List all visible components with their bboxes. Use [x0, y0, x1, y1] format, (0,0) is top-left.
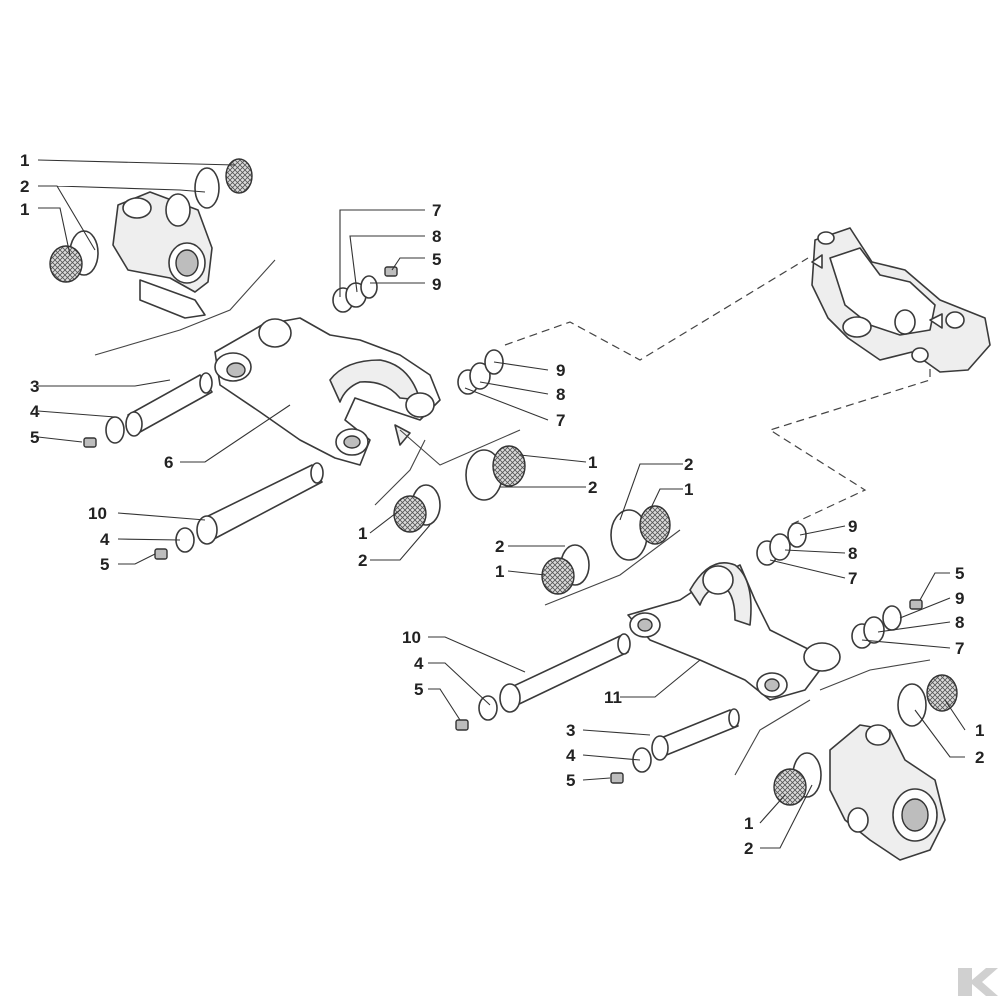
callout-5-d: 5 — [955, 564, 964, 583]
callout-2-g: 2 — [744, 839, 753, 858]
callout-2-c: 2 — [358, 551, 367, 570]
callout-5-c: 5 — [100, 555, 109, 574]
callout-3-b: 3 — [566, 721, 575, 740]
callout-1-a: 1 — [20, 151, 29, 170]
lower-control-arm — [627, 562, 841, 701]
pin-10-lower — [499, 633, 631, 713]
pin-10-upper — [196, 462, 324, 545]
washer-4-upper — [105, 416, 125, 444]
callout-9-b: 9 — [556, 361, 565, 380]
callout-6: 6 — [164, 453, 173, 472]
callout-5-f: 5 — [566, 771, 575, 790]
callout-1-e: 1 — [684, 480, 693, 499]
callout-8-a: 8 — [432, 227, 441, 246]
grease-fitting-5-lower-b — [610, 772, 624, 784]
pin-3-upper — [125, 372, 213, 437]
callout-9-a: 9 — [432, 275, 441, 294]
callout-5-a: 5 — [432, 250, 441, 269]
grease-fitting-5-upper-b — [154, 548, 168, 560]
callout-5-b: 5 — [30, 428, 39, 447]
seal-set-lower-right — [851, 599, 923, 649]
bushing-set-upper-mid — [393, 445, 526, 533]
lower-steering-knuckle — [829, 724, 946, 861]
callout-11: 11 — [604, 688, 622, 707]
callout-8-c: 8 — [848, 544, 857, 563]
callout-2-f: 2 — [975, 748, 984, 767]
callout-2-e: 2 — [495, 537, 504, 556]
callout-7-a: 7 — [432, 201, 441, 220]
callout-3-a: 3 — [30, 377, 39, 396]
seal-set-lower-top — [756, 522, 807, 566]
grease-fitting-5-upper — [83, 437, 97, 448]
callout-10-a: 10 — [88, 504, 107, 523]
grease-fitting-5-lower — [455, 719, 469, 731]
callout-1-c: 1 — [588, 453, 597, 472]
callout-8-b: 8 — [556, 385, 565, 404]
upper-steering-knuckle — [112, 191, 213, 319]
callout-4-b: 4 — [100, 530, 110, 549]
callout-4-c: 4 — [414, 654, 424, 673]
callout-7-b: 7 — [556, 411, 565, 430]
callout-10-b: 10 — [402, 628, 421, 647]
leader-lines — [37, 159, 966, 849]
seal-set-upper-right — [457, 349, 504, 395]
chassis-bracket — [811, 227, 991, 373]
callout-2-b: 2 — [588, 478, 597, 497]
callout-4-a: 4 — [30, 402, 40, 421]
callout-4-d: 4 — [566, 746, 576, 765]
callout-1-b: 1 — [20, 200, 29, 219]
bushing-set-lower-right — [773, 674, 958, 806]
corner-logo — [958, 968, 998, 996]
bushing-set-lower-mid — [541, 505, 671, 595]
washer-4-lower-b — [632, 747, 652, 773]
callout-5-e: 5 — [414, 680, 423, 699]
callout-2-d: 2 — [684, 455, 693, 474]
callout-9-c: 9 — [848, 517, 857, 536]
callout-labels: 1 2 1 7 8 5 9 9 8 7 3 4 5 6 1 2 10 4 5 1… — [20, 151, 984, 858]
callout-7-c: 7 — [848, 569, 857, 588]
callout-1-h: 1 — [744, 814, 753, 833]
upper-control-arm — [214, 317, 441, 466]
callout-2-a: 2 — [20, 177, 29, 196]
washer-4-lower — [478, 695, 498, 721]
callout-1-d: 1 — [358, 524, 367, 543]
callout-1-g: 1 — [975, 721, 984, 740]
callout-8-d: 8 — [955, 613, 964, 632]
pin-3-lower — [651, 708, 740, 761]
seal-set-upper-top — [332, 266, 398, 313]
callout-1-f: 1 — [495, 562, 504, 581]
callout-7-d: 7 — [955, 639, 964, 658]
callout-9-d: 9 — [955, 589, 964, 608]
